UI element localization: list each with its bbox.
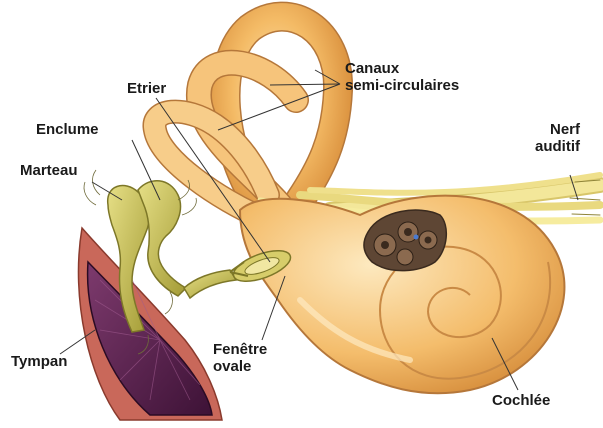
label-nerf-line2: auditif [520,138,580,155]
label-canaux-semi-circulaires: Canaux semi-circulaires [345,60,459,94]
label-fenetre-line2: ovale [213,358,267,375]
label-cochlee-text: Cochlée [492,392,550,409]
label-tympan-text: Tympan [11,353,67,370]
label-cochlee: Cochlée [492,392,550,409]
label-marteau-text: Marteau [20,162,78,179]
label-etrier-text: Etrier [127,80,166,97]
label-etrier: Etrier [127,80,166,97]
label-enclume: Enclume [36,121,99,138]
label-fenetre-line1: Fenêtre [213,341,267,358]
label-nerf-auditif: Nerf auditif [520,121,580,155]
label-tympan: Tympan [11,353,67,370]
label-nerf-line1: Nerf [520,121,580,138]
label-canaux-line2: semi-circulaires [345,77,459,94]
label-canaux-line1: Canaux [345,60,459,77]
label-fenetre-ovale: Fenêtre ovale [213,341,267,375]
label-marteau: Marteau [20,162,78,179]
label-enclume-text: Enclume [36,121,99,138]
